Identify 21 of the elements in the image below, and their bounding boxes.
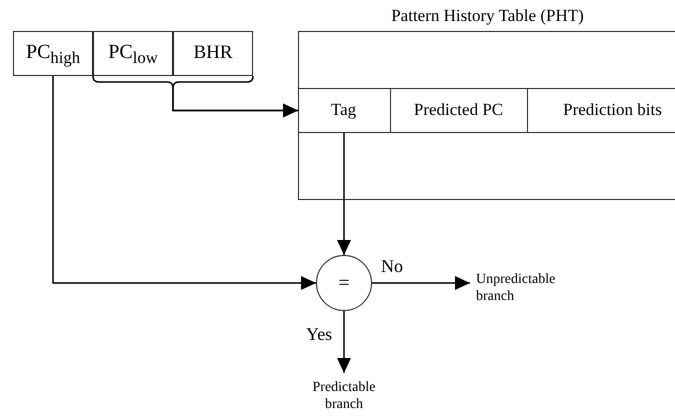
outcome-text: Unpredictable branch [476,272,556,306]
cell-text: Tag [330,100,356,120]
cell-text: Prediction bits [563,100,662,120]
equals-sign: = [338,271,350,295]
table-cell [526,88,675,132]
register-field [93,31,173,76]
register-field [173,31,253,76]
register-name: PC$_{low}$ [108,40,158,68]
table-cell [390,88,526,132]
arrow [337,133,351,255]
register-field [13,31,93,76]
arrow [337,311,351,373]
arrow [372,276,470,290]
outcome-text: Predictable branch [312,380,376,414]
comparator-circle [316,255,372,311]
register-name: PC$_{high}$ [26,40,80,68]
table-title: Pattern History Table (PHT) [390,6,585,26]
register-name: BHR [193,42,233,65]
arrow [52,76,316,290]
table-cell [298,88,390,132]
cell-text: Predicted PC [414,100,504,120]
